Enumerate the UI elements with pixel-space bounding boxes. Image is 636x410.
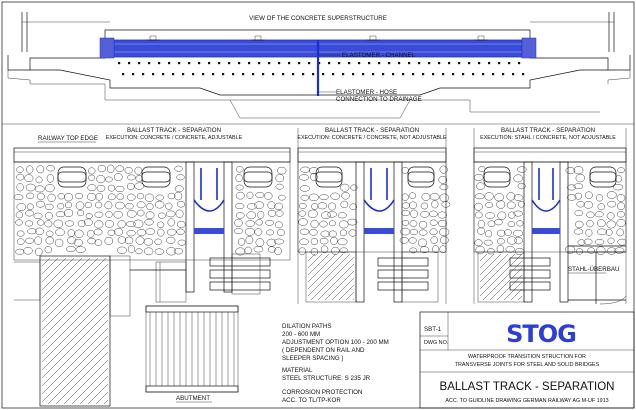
section-3-subtitle: EXECUTION: STAHL / CONCRETE, NOT ADJUSTA… xyxy=(480,135,616,141)
section-1-drawing: ABUTMENT xyxy=(13,147,291,407)
section-3-drawing: STAHL-ÜBERBAU xyxy=(473,128,627,305)
note-line-7: STEEL STRUCTURE: S 235 JR xyxy=(282,375,371,382)
stog-logo: STOG xyxy=(506,320,576,348)
description-line-2: TRANSVERSE JOINTS FOR STEEL AND SOLID BR… xyxy=(455,362,600,368)
note-line-5: SLEEPER SPACING ) xyxy=(282,355,343,362)
connection-drainage-label: CONNECTION TO DRAINAGE xyxy=(336,96,422,103)
main-title: BALLAST TRACK - SEPARATION xyxy=(440,381,615,393)
note-line-3: ADJUSTMENT OPTION 100 - 200 MM xyxy=(282,339,389,346)
description-line-1: WATERPROOF TRANSITION STRUCTION FOR xyxy=(468,354,586,360)
footer-line: ACC. TO GUIDLINE DRAWING GERMAN RAILWAY … xyxy=(445,398,608,404)
section-1-subtitle: EXECUTION: CONCRETE / CONCRETE, ADJUSTAB… xyxy=(106,135,243,141)
superstructure-view: ELASTOMER - CHANNEL ELASTOMER - HOSE CON… xyxy=(7,12,631,119)
note-line-2: 200 - 600 MM xyxy=(282,331,320,338)
stahl-ueberbau-label: STAHL-ÜBERBAU xyxy=(568,266,619,273)
note-line-8: CORROSION PROTECTION xyxy=(282,389,362,396)
section-2-subtitle: EXECUTION: CONCRETE / CONCRETE, NOT ADJU… xyxy=(297,135,447,141)
abutment-label: ABUTMENT xyxy=(176,395,210,402)
railway-top-edge-label: RAILWAY TOP EDGE xyxy=(38,135,98,142)
note-line-4: ( DEPENDENT ON RAIL AND xyxy=(282,347,365,354)
title-block: SBT-1 DWG NO. STOG WATERPROOF TRANSITION… xyxy=(419,311,635,409)
section-3-title: BALLAST TRACK - SEPARATION xyxy=(501,127,595,134)
note-line-6: MATERIAL xyxy=(282,367,313,374)
elastomer-hose-label: ELASTOMER - HOSE xyxy=(336,89,397,96)
section-1-title: BALLAST TRACK - SEPARATION xyxy=(127,127,221,134)
note-line-1: DILATION PATHS xyxy=(282,323,332,330)
section-2-title: BALLAST TRACK - SEPARATION xyxy=(325,127,419,134)
note-line-9: ACC. TO TL/TP-KOR xyxy=(282,397,341,404)
view-title: VIEW OF THE CONCRETE SUPERSTRUCTURE xyxy=(249,15,387,22)
notes-block: DILATION PATHS 200 - 600 MM ADJUSTMENT O… xyxy=(282,323,389,404)
drawing-number-label: DWG NO. xyxy=(424,340,448,346)
elastomer-channel-label: ELASTOMER - CHANNEL xyxy=(342,52,416,59)
section-2-drawing xyxy=(297,128,451,304)
drawing-code: SBT-1 xyxy=(424,326,442,333)
